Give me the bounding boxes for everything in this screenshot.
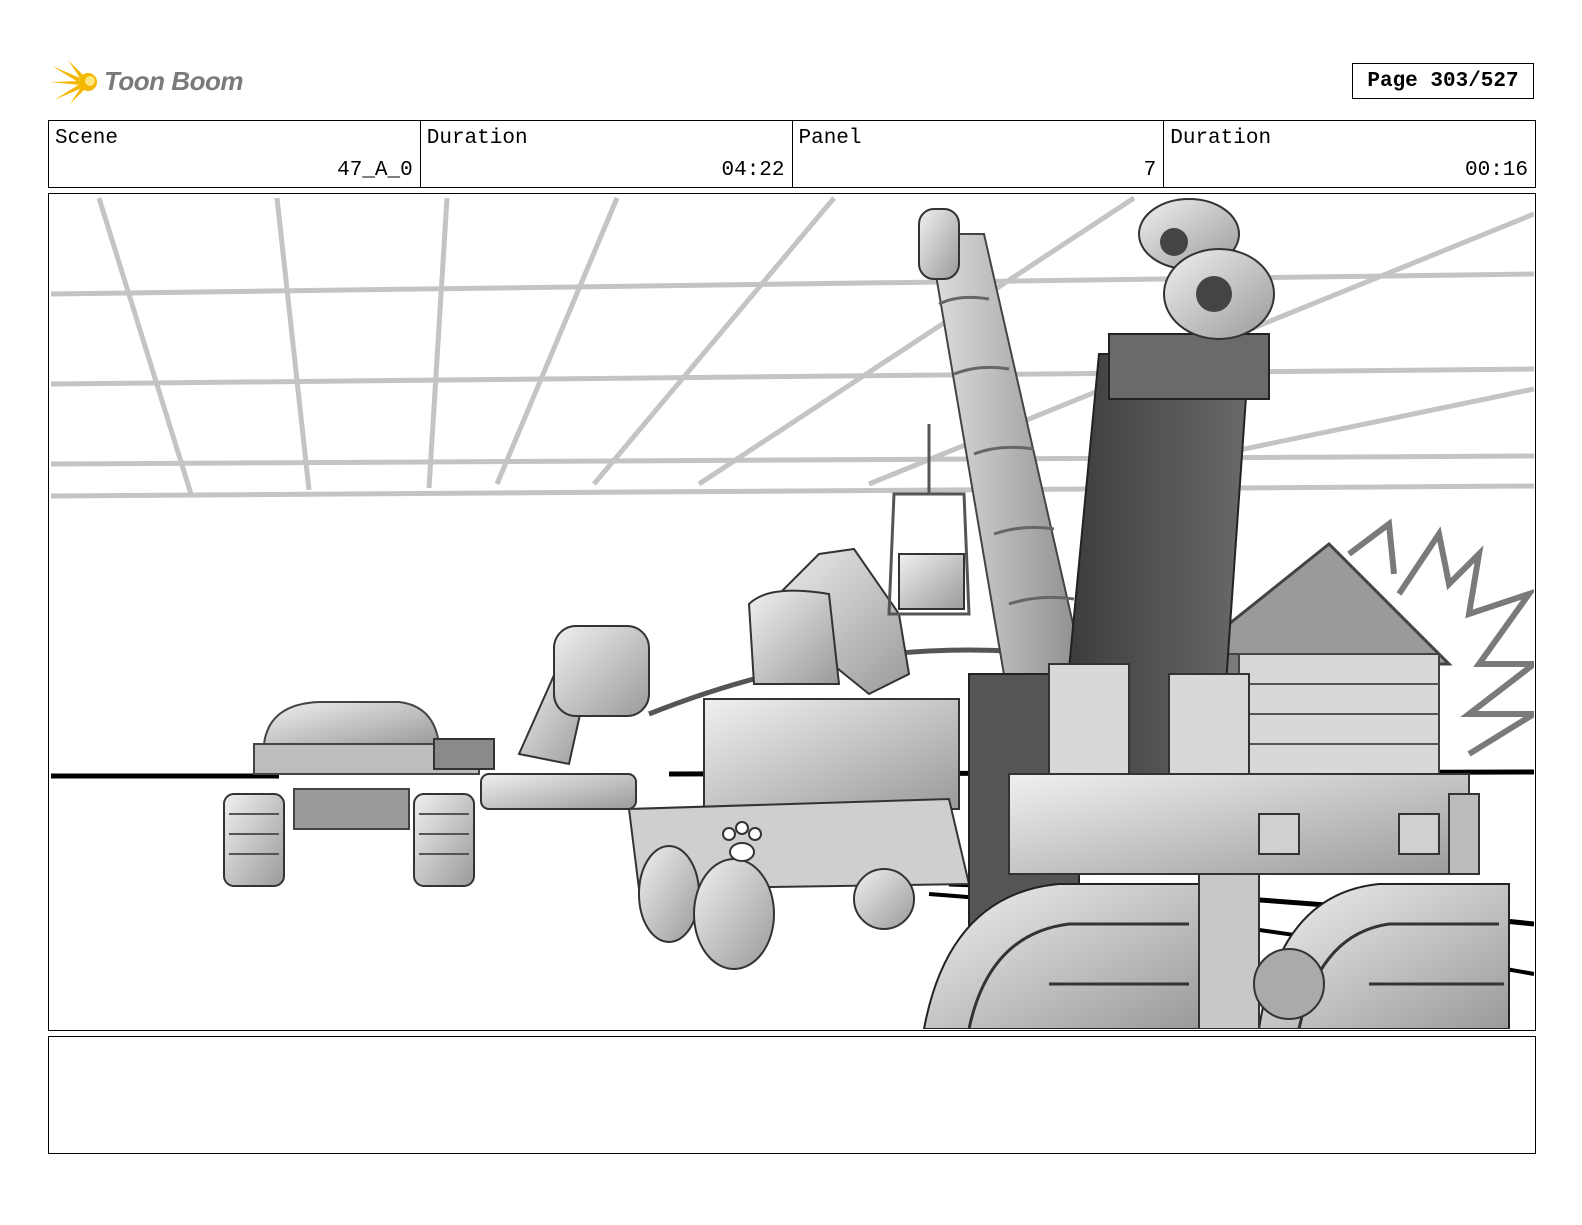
storyboard-panel-image: [48, 193, 1536, 1031]
construction-vehicles-drawing: [50, 195, 1534, 1029]
scene-label: Scene: [55, 127, 119, 150]
logo-text: Toon Boom: [104, 66, 243, 96]
excavator-small: [480, 625, 650, 810]
scene-duration-value: 04:22: [721, 159, 785, 182]
panel-cell: Panel 7: [793, 121, 1165, 187]
scene-value: 47_A_0: [337, 159, 413, 182]
scene-info-table: Scene 47_A_0 Duration 04:22 Panel 7 Dura…: [48, 120, 1536, 188]
star-burst-icon: [50, 60, 97, 104]
panel-duration-cell: Duration 00:16: [1164, 121, 1535, 187]
panel-duration-label: Duration: [1170, 127, 1272, 150]
panel-value: 7: [1143, 159, 1157, 182]
crane-boom: [887, 208, 1091, 706]
scene-cell: Scene 47_A_0: [49, 121, 421, 187]
panel-label: Panel: [798, 127, 862, 150]
loader-truck: [627, 547, 971, 970]
tree-sketch: [1347, 518, 1534, 757]
ceiling-grid: [50, 195, 1534, 499]
scene-duration-label: Duration: [426, 127, 528, 150]
panel-notes-box: [48, 1036, 1536, 1154]
rover-vehicle: [223, 701, 480, 887]
toon-boom-logo: Toon Boom: [50, 56, 250, 108]
page-number: Page 303/527: [1352, 63, 1534, 99]
panel-duration-value: 00:16: [1464, 159, 1528, 182]
scene-duration-cell: Duration 04:22: [421, 121, 793, 187]
crane-base: [922, 663, 1510, 1029]
